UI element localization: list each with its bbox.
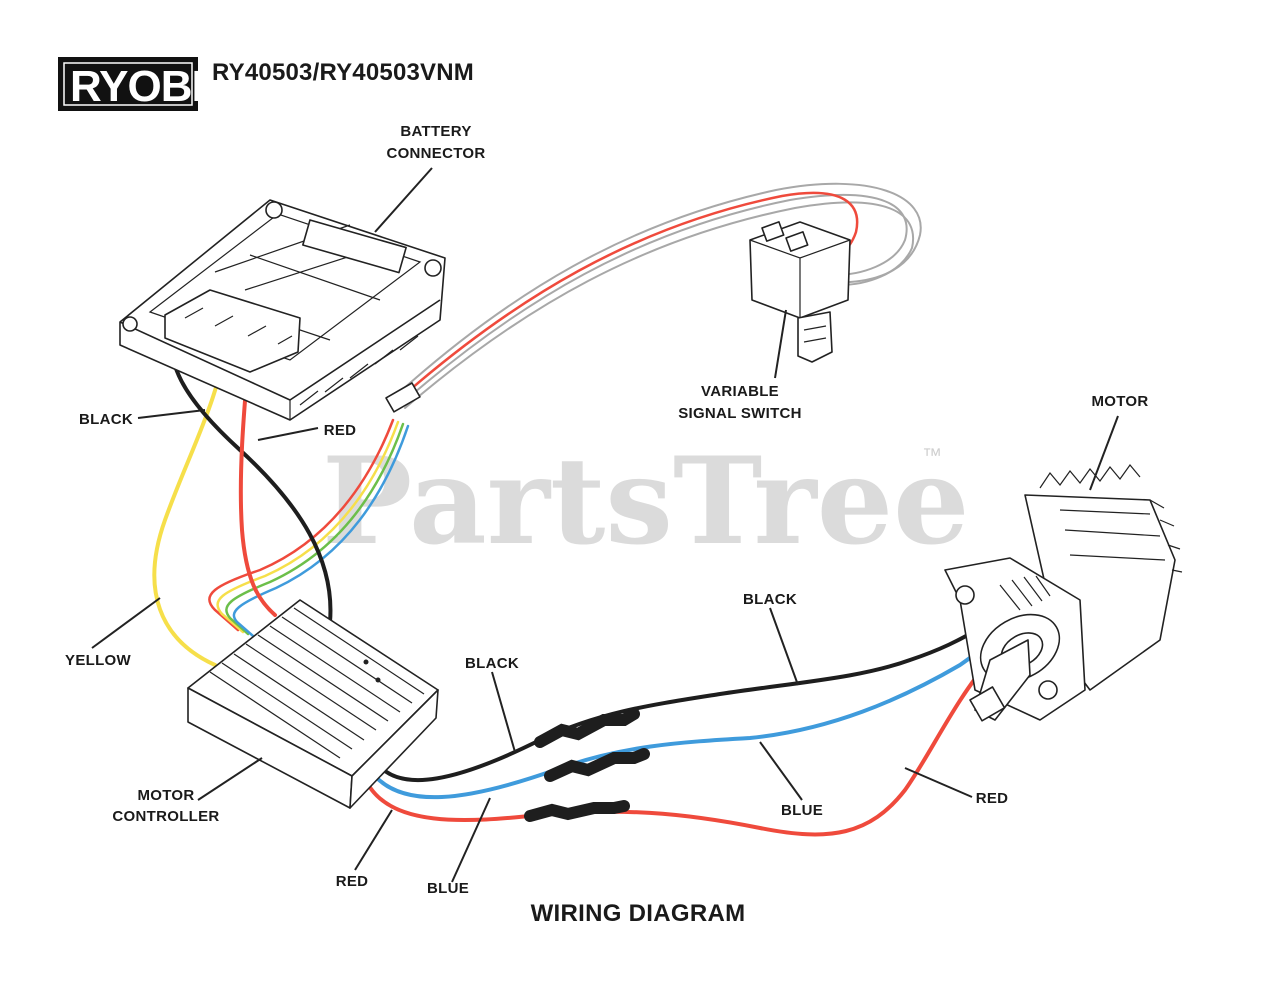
motor-fins — [1039, 464, 1183, 573]
motor-wire-black — [374, 626, 982, 783]
label-motor-controller-line2: CONTROLLER — [112, 808, 219, 825]
label-blue-motor: BLUE — [781, 802, 823, 819]
signal-wire-gray-2 — [404, 201, 915, 409]
signal-lead-yellow — [216, 420, 400, 634]
label-red-battery: RED — [324, 422, 357, 439]
label-black-motor: BLACK — [743, 591, 797, 608]
label-red-controller: RED — [336, 873, 369, 890]
variable-signal-switch — [385, 221, 851, 413]
motor-controller — [187, 599, 439, 809]
signal-wire-red — [394, 191, 859, 404]
model-number: RY40503/RY40503VNM — [212, 59, 474, 86]
leader-lines — [91, 167, 1119, 883]
label-variable-signal-switch-line1: VARIABLE — [701, 383, 779, 400]
label-variable-signal-switch-line2: SIGNAL SWITCH — [678, 405, 802, 422]
label-motor: MOTOR — [1091, 393, 1148, 410]
diagram-caption: WIRING DIAGRAM — [531, 900, 746, 927]
label-blue-controller: BLUE — [427, 880, 469, 897]
signal-lead-red — [208, 418, 395, 632]
label-motor-controller-line1: MOTOR — [137, 787, 194, 804]
watermark: PartsTree — [322, 431, 969, 572]
watermark-tm: ™ — [922, 445, 942, 467]
labels: BATTERY CONNECTOR VARIABLE SIGNAL SWITCH… — [65, 123, 1148, 897]
signal-wire-gray-3 — [391, 182, 922, 400]
battery-connector — [119, 199, 446, 421]
signal-wire-gray-1 — [399, 193, 908, 406]
signal-lead-green — [225, 422, 405, 636]
label-yellow: YELLOW — [65, 652, 132, 669]
signal-lead-blue — [232, 424, 410, 638]
label-battery-connector-line1: BATTERY — [400, 123, 471, 140]
motor-wire-red — [362, 658, 992, 837]
logo-text: RYOBI — [70, 62, 203, 111]
motor — [944, 464, 1183, 722]
battery-wire-yellow — [152, 328, 230, 667]
heatsink-fins — [209, 607, 425, 759]
label-red-motor: RED — [976, 790, 1009, 807]
ryobi-logo: RYOBI — [58, 57, 204, 111]
inline-connectors — [524, 708, 650, 822]
label-black-battery: BLACK — [79, 411, 133, 428]
label-battery-connector-line2: CONNECTOR — [386, 145, 485, 162]
label-black-controller: BLACK — [465, 655, 519, 672]
motor-wire-blue — [368, 644, 988, 800]
